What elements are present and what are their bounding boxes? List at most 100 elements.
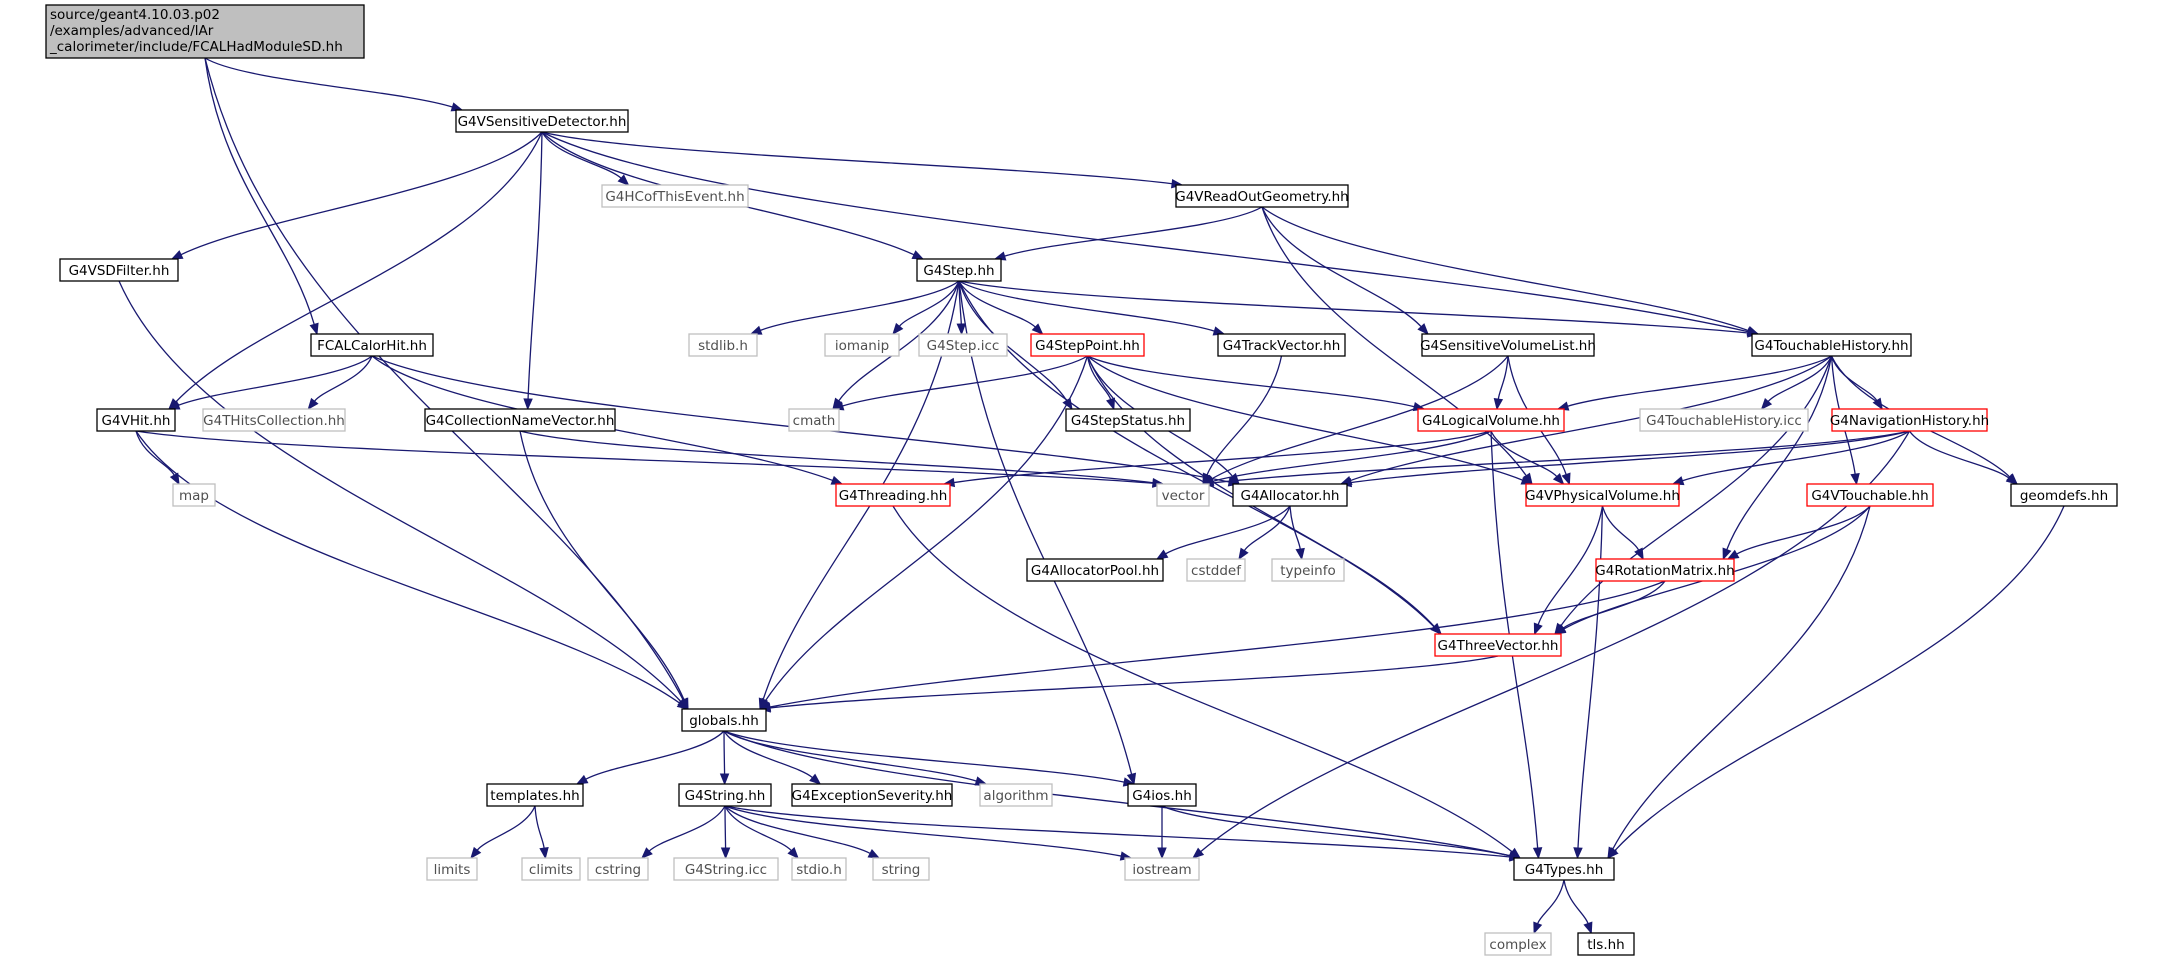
edge-root-to-fcalcalor-hit — [204, 57, 319, 336]
node-box — [96, 408, 176, 432]
node-g4-step-point[interactable]: G4StepPoint.hh — [1030, 333, 1145, 357]
node-box — [1525, 483, 1680, 507]
node-box — [1026, 558, 1164, 582]
node-box — [1639, 408, 1809, 432]
node-vector: vector — [1156, 483, 1210, 507]
node-label: string — [882, 862, 921, 878]
node-cstddef: cstddef — [1186, 558, 1246, 582]
node-g4-vphysical-volume[interactable]: G4VPhysicalVolume.hh — [1525, 483, 1680, 507]
node-label: G4HCofThisEvent.hh — [605, 189, 744, 205]
node-g4-exception-severity[interactable]: G4ExceptionSeverity.hh — [791, 783, 953, 807]
node-box — [1484, 932, 1552, 956]
node-g4-vhit[interactable]: G4VHit.hh — [96, 408, 176, 432]
node-label: algorithm — [983, 788, 1048, 804]
edge-g4-allocator-to-g4-allocator-pool — [1155, 505, 1291, 560]
node-label: G4TrackVector.hh — [1223, 338, 1341, 354]
node-label: G4ThreeVector.hh — [1438, 638, 1559, 654]
node-g4-step[interactable]: G4Step.hh — [916, 258, 1002, 282]
node-g4ios[interactable]: G4ios.hh — [1127, 783, 1197, 807]
node-label: G4StepPoint.hh — [1035, 338, 1140, 354]
edge-g4-allocator-to-typeinfo — [1289, 505, 1305, 561]
node-label: G4String.hh — [685, 788, 766, 804]
node-label: G4NavigationHistory.hh — [1830, 413, 1989, 429]
edge-geomdefs-to-g4-types — [1607, 505, 2065, 859]
node-tls[interactable]: tls.hh — [1577, 932, 1635, 956]
node-g4-track-vector[interactable]: G4TrackVector.hh — [1217, 333, 1346, 357]
edge-g4-navigation-history-to-g4-vphysical-volume — [1671, 430, 1910, 486]
node-label: G4ios.hh — [1132, 788, 1192, 804]
node-box — [1124, 857, 1200, 881]
node-root[interactable]: source/geant4.10.03.p02/examples/advance… — [45, 4, 365, 59]
node-g4-step-status[interactable]: G4StepStatus.hh — [1065, 408, 1191, 432]
node-label: G4AllocatorPool.hh — [1031, 563, 1159, 579]
node-g4-string[interactable]: G4String.hh — [678, 783, 772, 807]
edge-g4ios-to-iostream — [1157, 806, 1167, 860]
node-g4-vtouchable[interactable]: G4VTouchable.hh — [1806, 483, 1934, 507]
node-box — [1421, 333, 1595, 357]
edge-g4-vsensitive-detector-to-g4-hcof-this-event — [541, 131, 630, 186]
node-complex: complex — [1484, 932, 1552, 956]
node-label: globals.hh — [689, 713, 759, 729]
node-g4-touchable-historyicc: G4TouchableHistory.icc — [1639, 408, 1809, 432]
node-climits: climits — [521, 857, 581, 881]
edge-g4-vhit-to-globals — [135, 430, 690, 710]
edge-g4-string-to-g4-stringicc — [720, 805, 731, 860]
node-fcalcalor-hit[interactable]: FCALCalorHit.hh — [310, 333, 434, 357]
node-box — [1186, 558, 1246, 582]
node-templates[interactable]: templates.hh — [486, 783, 584, 807]
edge-templates-to-climits — [534, 805, 549, 860]
node-g4-threading[interactable]: G4Threading.hh — [835, 483, 951, 507]
node-box — [1156, 483, 1210, 507]
edge-g4-collection-name-vector-to-globals — [519, 430, 689, 711]
edge-g4-touchable-history-to-g4-touchable-historyicc — [1760, 355, 1833, 411]
node-label: templates.hh — [490, 788, 579, 804]
node-g4-sensitive-volume-list[interactable]: G4SensitiveVolumeList.hh — [1420, 333, 1596, 357]
node-box — [1217, 333, 1346, 357]
node-g4-three-vector[interactable]: G4ThreeVector.hh — [1434, 633, 1562, 657]
node-label: G4ExceptionSeverity.hh — [792, 788, 953, 804]
node-label: stdio.h — [796, 862, 842, 878]
edge-g4-step-to-g4-track-vector — [958, 280, 1226, 336]
node-g4-allocator[interactable]: G4Allocator.hh — [1232, 483, 1348, 507]
edge-g4-string-to-cstring — [641, 805, 726, 859]
edge-g4-touchable-history-to-g4-navigation-history — [1830, 355, 1883, 411]
edge-g4-step-point-to-g4-step-status — [1086, 355, 1116, 411]
node-g4-touchable-history[interactable]: G4TouchableHistory.hh — [1751, 333, 1912, 357]
node-box — [45, 4, 365, 59]
edge-fcalcalor-hit-to-g4-thits-collection — [307, 355, 373, 411]
node-box — [1831, 408, 1988, 432]
node-g4-vread-out-geometry[interactable]: G4VReadOutGeometry.hh — [1175, 184, 1349, 208]
edge-g4-types-to-complex — [1533, 879, 1565, 935]
edge-g4-step-to-g4-touchable-history — [958, 280, 1760, 338]
node-g4-logical-volume[interactable]: G4LogicalVolume.hh — [1417, 408, 1565, 432]
edge-root-to-g4-vsensitive-detector — [204, 57, 464, 112]
node-label: cmath — [793, 413, 836, 429]
node-label: G4Step.hh — [923, 263, 994, 279]
node-g4-rotation-matrix[interactable]: G4RotationMatrix.hh — [1595, 558, 1735, 582]
node-g4-navigation-history[interactable]: G4NavigationHistory.hh — [1830, 408, 1989, 432]
node-box — [1065, 408, 1191, 432]
node-box — [916, 258, 1002, 282]
node-g4-allocator-pool[interactable]: G4AllocatorPool.hh — [1026, 558, 1164, 582]
node-g4-vsensitive-detector[interactable]: G4VSensitiveDetector.hh — [455, 109, 629, 133]
node-box — [2010, 483, 2118, 507]
edge-g4-step-to-iomanip — [892, 280, 960, 336]
edge-g4-rotation-matrix-to-g4-three-vector — [1553, 580, 1666, 635]
node-g4-collection-name-vector[interactable]: G4CollectionNameVector.hh — [424, 408, 616, 432]
node-g4-vsdfilter[interactable]: G4VSDFilter.hh — [59, 258, 179, 282]
node-globals[interactable]: globals.hh — [681, 708, 767, 732]
node-box — [310, 333, 434, 357]
node-label: G4Step.icc — [927, 338, 1000, 354]
node-label: stdlib.h — [698, 338, 748, 354]
node-g4-types[interactable]: G4Types.hh — [1513, 857, 1615, 881]
node-label: G4VPhysicalVolume.hh — [1525, 488, 1680, 504]
node-box — [1751, 333, 1912, 357]
node-box — [1434, 633, 1562, 657]
node-box — [424, 408, 616, 432]
node-geomdefs[interactable]: geomdefs.hh — [2010, 483, 2118, 507]
node-box — [791, 783, 953, 807]
node-box — [1417, 408, 1565, 432]
node-algorithm: algorithm — [979, 783, 1053, 807]
node-label: vector — [1162, 488, 1205, 504]
